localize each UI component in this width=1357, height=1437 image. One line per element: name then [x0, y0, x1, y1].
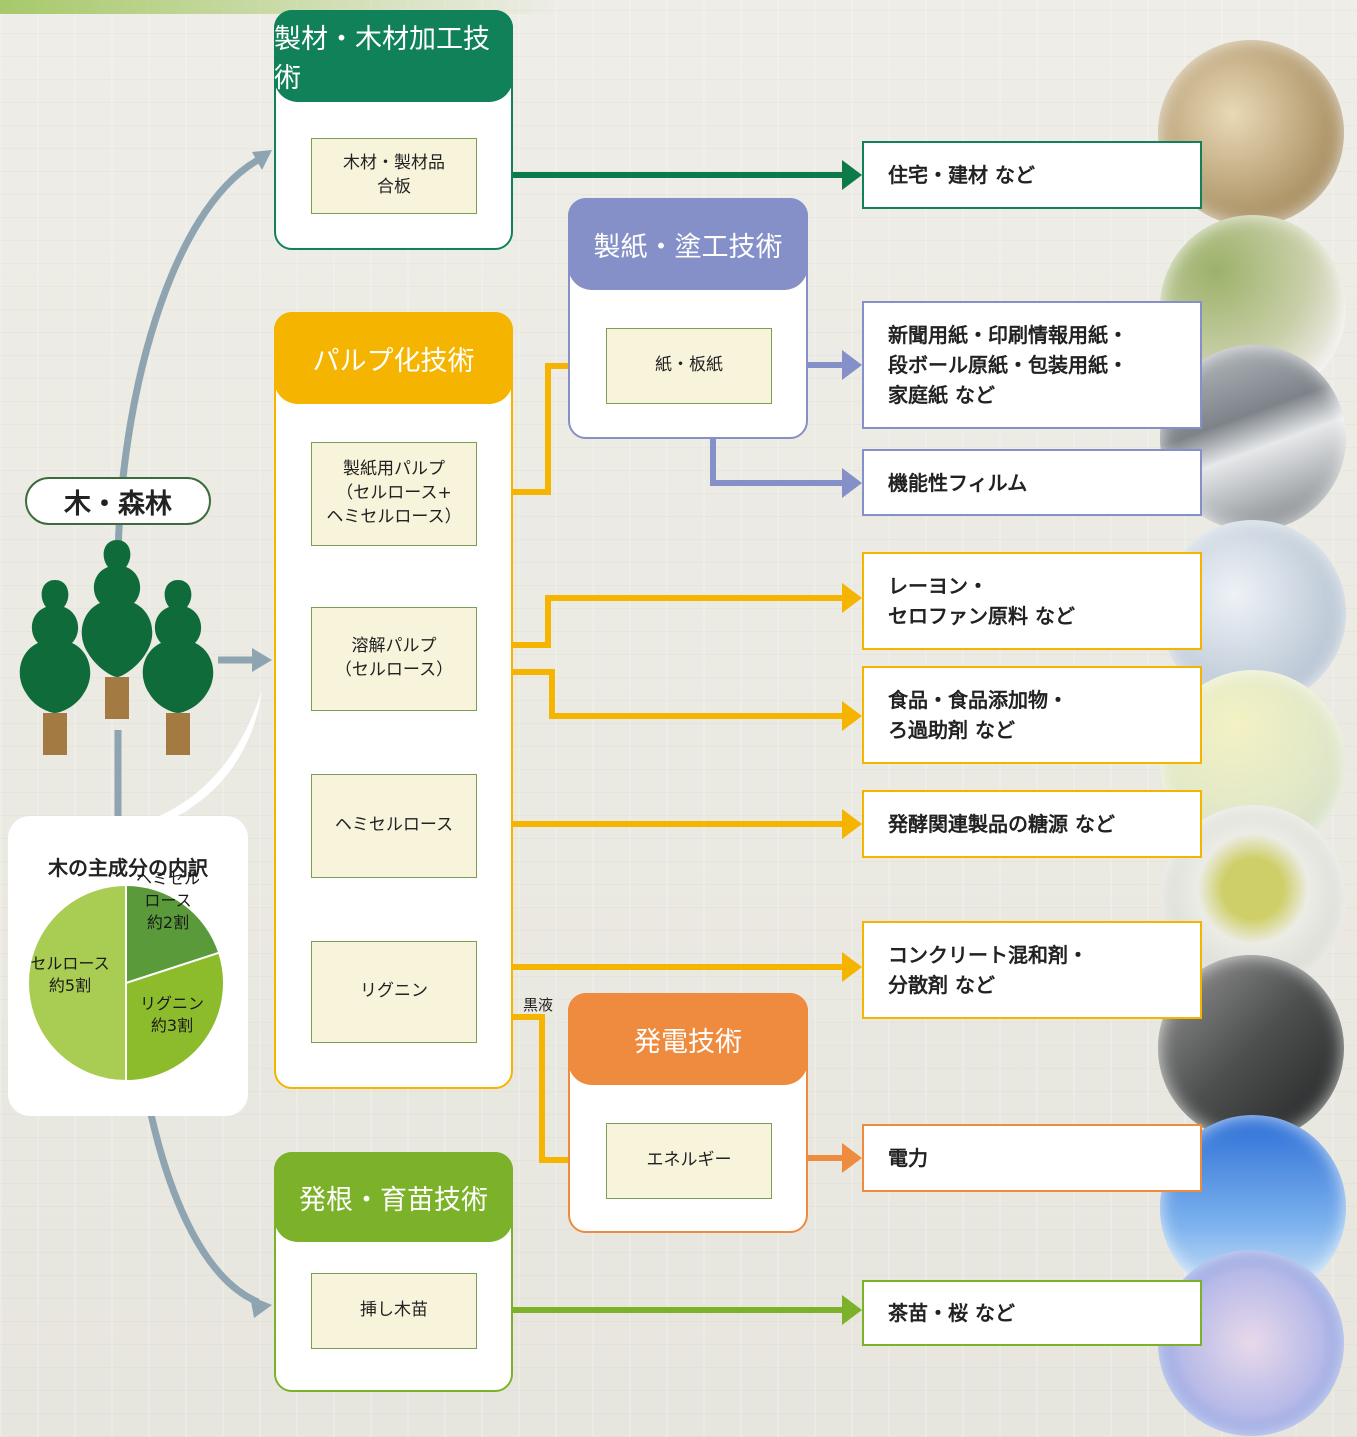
lumber-item: 木材・製材品 合板 [311, 138, 477, 214]
arrowhead-food [842, 701, 862, 731]
output-electricity-label: 電力 [888, 1146, 928, 1170]
connector-paper-film [710, 437, 845, 486]
pie-label-1: リグニン約3割 [140, 994, 204, 1035]
trees-icon [19, 540, 214, 755]
connector-food [475, 669, 845, 719]
output-housing: 住宅・建材 など [862, 141, 1202, 209]
pie-slice-1 [125, 951, 225, 1083]
output-rayon-label: レーヨン・ セロファン原料 など [888, 574, 1075, 628]
pie-label-2: セルロース約5割 [30, 954, 109, 995]
power-item-label: エネルギー [646, 1150, 732, 1171]
lumber-tech-title: 製材・木材加工技術 [274, 10, 513, 102]
pie-title: 木の主成分の内訳 [48, 856, 208, 880]
output-concrete-label: コンクリート混和剤・ 分散剤 など [888, 943, 1088, 997]
arrowhead-seedling-output [842, 1295, 862, 1325]
pie-label-0: ヘミセルロース約2割 [136, 869, 200, 932]
pie-slice-2 [27, 883, 127, 1083]
output-functional-film-label: 機能性フィルム [888, 470, 1028, 495]
paper-item-label: 紙・板紙 [655, 355, 723, 376]
pulp-item-lignin-label: リグニン [360, 981, 428, 1002]
pulp-item-hemicellulose: ヘミセルロース [311, 774, 477, 878]
arrowhead-power [842, 1143, 862, 1173]
output-fermentation: 発酵関連製品の糖源 など [862, 790, 1202, 858]
connector-to-seedling [146, 1109, 260, 1306]
output-food-label: 食品・食品添加物・ ろ過助剤 など [888, 688, 1068, 742]
pie-pointer [150, 690, 262, 820]
seedling-tech-title: 発根・育苗技術 [274, 1152, 513, 1242]
pulp-item-hemicellulose-label: ヘミセルロース [334, 815, 454, 836]
arrowhead-film [842, 468, 862, 498]
pulp-item-paper-pulp: 製紙用パルプ （セルロース+ ヘミセルロース） [311, 442, 477, 546]
pie-slice-0 [125, 883, 221, 985]
pulp-item-dissolving-pulp: 溶解パルプ （セルロース） [311, 607, 477, 711]
power-tech-group: 発電技術 エネルギー [568, 993, 808, 1233]
arrowhead-concrete [842, 952, 862, 982]
output-electricity: 電力 [862, 1124, 1202, 1192]
output-paper-products-label: 新聞用紙・印刷情報用紙・ 段ボール原紙・包装用紙・ 家庭紙 など [888, 323, 1128, 407]
black-liquor-label: 黒液 [523, 996, 554, 1014]
paper-item: 紙・板紙 [606, 328, 772, 404]
output-housing-label: 住宅・建材 など [888, 163, 1035, 187]
output-fermentation-label: 発酵関連製品の糖源 など [888, 812, 1115, 836]
output-paper-products: 新聞用紙・印刷情報用紙・ 段ボール原紙・包装用紙・ 家庭紙 など [862, 301, 1202, 429]
paper-tech-group: 製紙・塗工技術 紙・板紙 [568, 198, 808, 439]
output-functional-film: 機能性フィルム [862, 449, 1202, 516]
pulp-tech-title: パルプ化技術 [274, 312, 513, 404]
pulp-item-dissolving-pulp-label: 溶解パルプ （セルロース） [334, 636, 454, 680]
pulp-item-lignin: リグニン [311, 941, 477, 1043]
seedling-item: 挿し木苗 [311, 1273, 477, 1349]
arrowhead-seedling [250, 1296, 272, 1318]
arrowhead-lumber [252, 150, 272, 170]
connector-rayon [475, 595, 845, 648]
lumber-item-label: 木材・製材品 合板 [343, 153, 445, 197]
lumber-tech-group: 製材・木材加工技術 木材・製材品 合板 [274, 10, 513, 250]
forest-label: 木・森林 [25, 477, 211, 525]
arrowhead-paper-products [842, 350, 862, 380]
seedling-tech-group: 発根・育苗技術 挿し木苗 [274, 1152, 513, 1392]
power-tech-title: 発電技術 [568, 993, 808, 1085]
composition-card: 木の主成分の内訳 ヘミセルロース約2割リグニン約3割セルロース約5割 [8, 816, 248, 1116]
output-rayon: レーヨン・ セロファン原料 など [862, 552, 1202, 650]
paper-tech-title: 製紙・塗工技術 [568, 198, 808, 290]
output-concrete: コンクリート混和剤・ 分散剤 など [862, 921, 1202, 1019]
arrowhead-pulp [252, 648, 272, 672]
output-food: 食品・食品添加物・ ろ過助剤 など [862, 666, 1202, 764]
arrowhead-rayon [842, 583, 862, 613]
seedling-item-label: 挿し木苗 [360, 1300, 428, 1321]
output-seedlings-label: 茶苗・桜 など [888, 1301, 1015, 1325]
output-seedlings: 茶苗・桜 など [862, 1280, 1202, 1346]
power-item: エネルギー [606, 1123, 772, 1199]
arrowhead-housing [842, 160, 862, 190]
arrowhead-ferment [842, 809, 862, 839]
pulp-item-paper-pulp-label: 製紙用パルプ （セルロース+ ヘミセルロース） [326, 459, 462, 527]
pulp-tech-group: パルプ化技術 製紙用パルプ （セルロース+ ヘミセルロース） 溶解パルプ （セル… [274, 312, 513, 1089]
